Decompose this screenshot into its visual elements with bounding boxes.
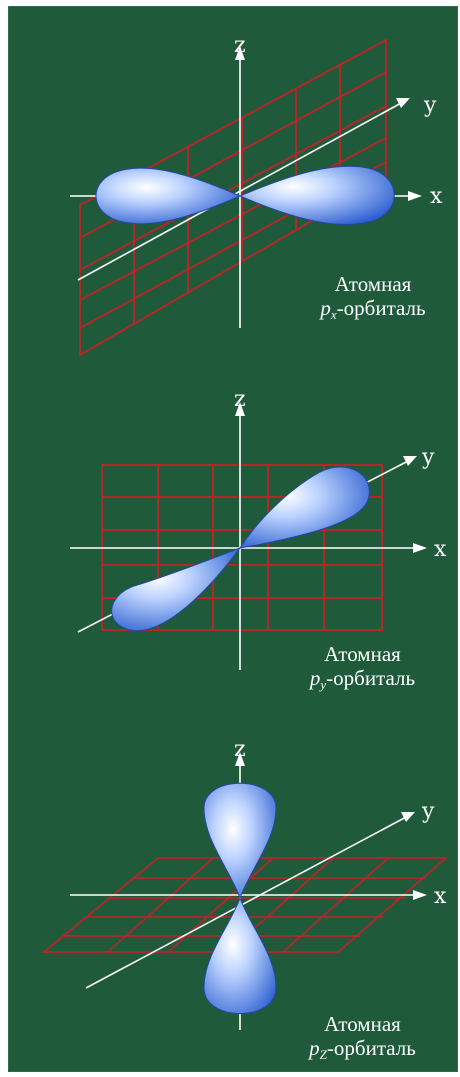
- orbital-suffix: -орбиталь: [326, 1036, 416, 1060]
- right-lobe: [238, 165, 395, 226]
- pz-orbital-diagram: z y x: [41, 737, 449, 1030]
- py-orbital-diagram: z y x: [70, 387, 447, 670]
- orbital-suffix: -орбиталь: [336, 296, 426, 320]
- lower-lobe: [203, 896, 277, 1014]
- orbital-subscript: Z: [319, 1047, 327, 1062]
- py-orbital-panel: z y x Атомная py-орбиталь: [8, 380, 456, 710]
- upper-lobe: [203, 782, 277, 900]
- lower-lobe: [111, 546, 242, 632]
- left-lobe: [95, 167, 242, 225]
- y-axis-label: y: [423, 93, 437, 118]
- x-axis-label: x: [434, 884, 447, 909]
- pz-orbital-panel: z y x Атомная pZ-орбиталь: [8, 730, 456, 1070]
- orbital-subscript: y: [320, 677, 327, 692]
- x-axis-label: x: [430, 184, 443, 209]
- orbital-symbol: p: [309, 666, 321, 690]
- upper-lobe: [238, 466, 370, 549]
- orbital-symbol: p: [309, 1036, 320, 1060]
- caption-title: Атомная: [324, 1012, 401, 1036]
- x-axis-label: x: [434, 537, 447, 562]
- pz-caption: Атомная pZ-орбиталь: [270, 1012, 455, 1067]
- caption-title: Атомная: [324, 642, 401, 666]
- py-caption: Атомная py-орбиталь: [270, 642, 455, 697]
- orbital-symbol: p: [320, 296, 331, 320]
- y-axis-label: y: [421, 445, 435, 470]
- z-axis-label: z: [234, 33, 246, 58]
- z-axis-label: z: [234, 737, 246, 762]
- orbital-suffix: -орбиталь: [326, 666, 416, 690]
- z-axis-label: z: [234, 387, 246, 412]
- caption-title: Атомная: [334, 272, 412, 296]
- px-orbital-diagram: z y x: [70, 33, 443, 357]
- px-orbital-panel: z y x Атомная px-орбиталь: [8, 10, 456, 360]
- px-caption: Атомная px-орбиталь: [288, 272, 458, 327]
- y-axis-label: y: [421, 799, 435, 824]
- orbital-subscript: x: [330, 307, 337, 322]
